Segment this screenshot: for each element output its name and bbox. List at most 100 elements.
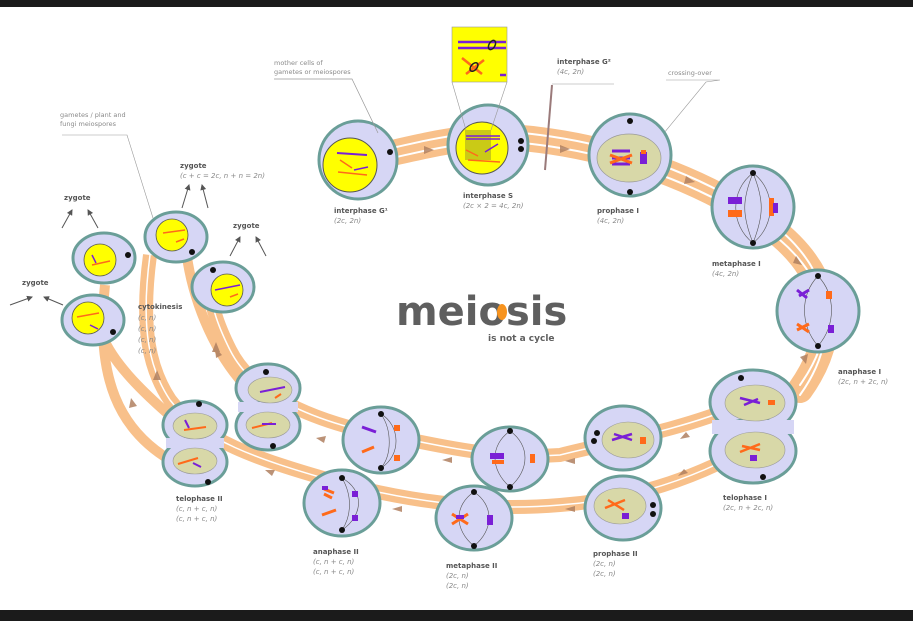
zygote-group-left-lower: zygote — [9, 279, 64, 306]
formula-anaphase-1: (2c, n + 2c, n) — [838, 378, 888, 386]
title-tagline: is not a cycle — [488, 334, 555, 344]
cell-telophase-1 — [708, 368, 798, 485]
title-meiosis: meiosis — [396, 289, 567, 335]
zygote-group-top: zygote (c + c = 2c, n + n = 2n) — [180, 162, 265, 209]
track-arrow-icon — [678, 469, 688, 476]
formula-prophase-2-a: (2c, n) — [593, 560, 616, 568]
arrow-icon — [9, 295, 33, 306]
arrow-icon — [200, 184, 209, 209]
callout-mother-cells-line2: gametes or meiospores — [274, 68, 351, 76]
formula-interphase-g1: (2c, 2n) — [334, 217, 361, 225]
formula-cytokinesis-c: (c, n) — [138, 336, 156, 344]
cell-anaphase-2-upper — [341, 405, 421, 475]
formula-cytokinesis-d: (c, n) — [138, 347, 156, 355]
formula-metaphase-2-a: (2c, n) — [446, 572, 469, 580]
gamete-cell-4 — [190, 260, 256, 314]
cell-anaphase-1 — [775, 268, 861, 354]
track-arrow-icon — [153, 370, 161, 380]
cell-interphase-g1 — [317, 119, 399, 201]
cell-interphase-s — [446, 103, 530, 187]
track-arrow-icon — [680, 432, 690, 439]
label-prophase-2: prophase II — [593, 550, 638, 558]
callout-leader-line — [274, 78, 379, 134]
title-group: meiosis is not a cycle — [396, 289, 567, 344]
callout-leader-line — [649, 79, 721, 151]
label-interphase-g2: interphase G² — [557, 58, 611, 66]
g2-boundary-marker — [544, 84, 553, 171]
track-arrow-icon — [129, 398, 137, 408]
formula-prophase-1: (4c, 2n) — [597, 217, 624, 225]
callout-crossing-over: crossing-over — [668, 69, 712, 77]
label-telophase-1: telophase I — [723, 494, 767, 502]
label-zygote: zygote — [64, 194, 91, 202]
label-metaphase-2: metaphase II — [446, 562, 497, 570]
track-arrow-icon — [215, 347, 222, 358]
inset-chromosome-zoom — [451, 26, 508, 131]
top-frame-bar — [0, 0, 913, 7]
label-cytokinesis: cytokinesis — [138, 303, 182, 311]
cell-telophase-2-lower — [161, 399, 229, 488]
arrow-icon — [87, 209, 99, 229]
cell-anaphase-2-lower — [302, 468, 382, 538]
formula-metaphase-2-b: (2c, n) — [446, 582, 469, 590]
track-arrow-icon — [800, 354, 808, 364]
title-orange-dot — [497, 304, 507, 320]
gamete-cell-2 — [143, 210, 209, 264]
callout-gametes-line1: gametes / plant and — [60, 111, 126, 119]
cell-prophase-2-upper — [583, 404, 663, 472]
callout-leader-line — [62, 134, 154, 219]
formula-telophase-1: (2c, n + 2c, n) — [723, 504, 773, 512]
track-arrow-icon — [793, 256, 802, 265]
cell-metaphase-1 — [710, 164, 796, 250]
label-interphase-s: interphase S — [463, 192, 513, 200]
track-arrow-icon — [442, 457, 452, 463]
centrosome — [387, 149, 393, 155]
cell-metaphase-2-lower — [434, 484, 514, 552]
track-arrow-icon — [212, 342, 220, 352]
label-anaphase-2: anaphase II — [313, 548, 359, 556]
formula-metaphase-1: (4c, 2n) — [712, 270, 739, 278]
track-arrow-icon — [560, 145, 570, 153]
gamete-cell-1 — [71, 231, 137, 285]
zygote-group-right: zygote — [229, 222, 267, 257]
formula-anaphase-2-b: (c, n + c, n) — [313, 568, 355, 576]
track-arrow-icon — [565, 458, 575, 464]
label-anaphase-1: anaphase I — [838, 368, 881, 376]
arrow-icon — [181, 184, 191, 209]
arrow-icon — [255, 236, 267, 257]
arrow-icon — [61, 209, 73, 229]
formula-prophase-2-b: (2c, n) — [593, 570, 616, 578]
track-arrow-icon — [424, 146, 434, 154]
label-interphase-g1: interphase G¹ — [334, 207, 388, 215]
track-arrow-icon — [684, 176, 695, 184]
track-arrows — [129, 145, 808, 512]
cell-prophase-2-lower — [583, 474, 663, 542]
label-zygote: zygote — [22, 279, 49, 287]
arrow-icon — [43, 296, 64, 306]
callout-mother-cells-line1: mother cells of — [274, 59, 323, 67]
formula-cytokinesis-a: (c, n) — [138, 314, 156, 322]
formula-anaphase-2-a: (c, n + c, n) — [313, 558, 355, 566]
zygote-group-left-upper: zygote — [61, 194, 99, 229]
track-arrow-icon — [565, 506, 575, 512]
callout-gametes-line2: fungi meiospores — [60, 120, 117, 128]
label-zygote-top: zygote — [180, 162, 207, 170]
cell-telophase-2-upper — [234, 362, 302, 452]
formula-interphase-s: (2c × 2 = 4c, 2n) — [463, 202, 524, 210]
track-arrow-icon — [265, 470, 275, 476]
bottom-frame-bar — [0, 610, 913, 621]
label-metaphase-1: metaphase I — [712, 260, 761, 268]
label-zygote: zygote — [233, 222, 260, 230]
formula-telophase-2-b: (c, n + c, n) — [176, 515, 218, 523]
formula-interphase-g2: (4c, 2n) — [557, 68, 584, 76]
track-arrow-icon — [392, 506, 402, 512]
label-prophase-1: prophase I — [597, 207, 639, 215]
formula-telophase-2-a: (c, n + c, n) — [176, 505, 218, 513]
label-telophase-2: telophase II — [176, 495, 223, 503]
cell-prophase-1 — [587, 112, 673, 198]
cell-metaphase-2-upper — [470, 425, 550, 493]
formula-zygote: (c + c = 2c, n + n = 2n) — [180, 172, 265, 180]
formula-cytokinesis-b: (c, n) — [138, 325, 156, 333]
